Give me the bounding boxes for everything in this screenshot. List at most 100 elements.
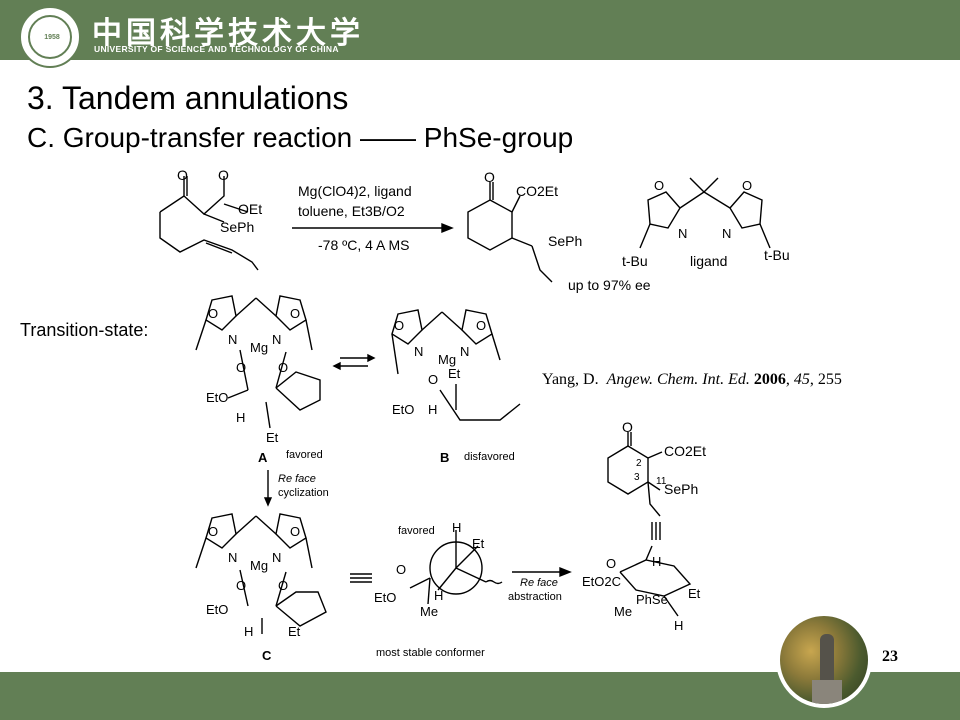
ts-c-atom: Et: [288, 624, 301, 639]
ts-c-atom: H: [244, 624, 253, 639]
seal-year: 1958: [44, 34, 60, 41]
ts-b-atom: H: [428, 402, 437, 417]
ts-b-label: B: [440, 450, 449, 465]
ligand-label: N: [722, 226, 731, 241]
statue-base: [812, 680, 842, 704]
equilibrium-arrows: [332, 353, 376, 371]
campus-statue-photo: [776, 612, 872, 708]
ts-c-atom: Mg: [250, 558, 268, 573]
ts-b-atom: O: [428, 372, 438, 387]
product-structure: O CO2Et SePh: [467, 169, 582, 283]
transition-state-c: O O N Mg N O O EtO H Et C: [195, 513, 327, 663]
newman-favored: favored: [398, 525, 435, 537]
reactant-label: SePh: [220, 219, 254, 235]
final-product-label: 11: [656, 476, 667, 487]
citation: Yang, D. Angew. Chem. Int. Ed. 2006, 45,…: [542, 371, 842, 388]
newman-atom: H: [434, 588, 443, 603]
citation-year: 2006: [753, 371, 786, 388]
final-conformer-label: PhSe: [636, 592, 668, 607]
ligand-structure: O O N N t-Bu t-Bu ligand: [622, 177, 790, 269]
statue-figure: [820, 634, 834, 682]
citation-authors: Yang, D.: [542, 371, 599, 388]
abstraction-arrow: [512, 566, 572, 578]
ts-c-atom: N: [228, 550, 237, 565]
reactant-label: OEt: [238, 201, 262, 217]
ts-a-atom: H: [236, 410, 245, 425]
newman-caption: most stable conformer: [376, 647, 485, 659]
reactant-structure: O O OEt SePh: [159, 167, 262, 271]
final-equivalence: [651, 522, 661, 540]
abstraction-note: abstraction: [508, 591, 562, 603]
reactant-label: O: [177, 167, 188, 183]
ts-a-atom: EtO: [206, 390, 228, 405]
ts-b-atom: N: [460, 344, 469, 359]
citation-pages: 255: [817, 371, 842, 388]
ts-a-atom: N: [272, 332, 281, 347]
ts-a-atom: Mg: [250, 340, 268, 355]
product-label: SePh: [548, 233, 582, 249]
final-conformer-label: H: [652, 554, 661, 569]
transition-state-a: O O N Mg N O O EtO H Et A favored: [195, 295, 323, 465]
ligand-label: O: [742, 178, 752, 193]
citation-volume: 45: [793, 371, 810, 388]
final-product-label: 2: [636, 458, 642, 469]
final-product-label: 3: [634, 472, 640, 483]
newman-atom: Et: [472, 536, 485, 551]
reaction-conditions: -78 ºC, 4 A MS: [318, 237, 410, 253]
ts-a-atom: N: [228, 332, 237, 347]
slide-title: 3. Tandem annulations: [27, 80, 349, 116]
university-name-en: UNIVERSITY OF SCIENCE AND TECHNOLOGY OF …: [94, 44, 339, 54]
ligand-label: N: [678, 226, 687, 241]
ligand-label: O: [654, 178, 664, 193]
ts-a-atom: Et: [266, 430, 279, 445]
final-conformer: O H EtO2C Me PhSe Et H: [582, 545, 701, 633]
transition-state-b: O O N Mg N O Et EtO H B disfavored: [391, 309, 521, 465]
cyclization-note: cyclization: [278, 487, 329, 499]
cyclization-arrow: [263, 470, 273, 507]
final-product-label: CO2Et: [664, 443, 706, 459]
reaction-conditions: Mg(ClO4)2, ligand: [298, 183, 412, 199]
ligand-label: t-Bu: [622, 253, 648, 269]
ts-c-atom: O: [208, 524, 218, 539]
ts-c-atom: O: [236, 578, 246, 593]
ts-a-atom: O: [208, 306, 218, 321]
final-conformer-label: O: [606, 556, 616, 571]
newman-atom: Me: [420, 604, 438, 619]
reaction-conditions: toluene, Et3B/O2: [298, 203, 405, 219]
newman-atom: EtO: [374, 590, 396, 605]
ts-a-label: A: [258, 450, 268, 465]
cyclization-note: Re face: [278, 473, 316, 485]
ts-b-atom: Et: [448, 366, 461, 381]
final-conformer-label: Et: [688, 586, 701, 601]
ligand-label: t-Bu: [764, 247, 790, 263]
page-number: 23: [882, 648, 898, 665]
final-conformer-label: H: [674, 618, 683, 633]
newman-projection: favored H Et O EtO Me H most stable conf…: [374, 520, 503, 659]
ts-b-note: disfavored: [464, 451, 515, 463]
transition-state-label: Transition-state:: [20, 320, 149, 340]
reaction-arrow: [292, 222, 454, 234]
final-product-label: SePh: [664, 481, 698, 497]
ts-b-atom: Mg: [438, 352, 456, 367]
ts-c-atom: O: [290, 524, 300, 539]
ts-a-note: favored: [286, 449, 323, 461]
ligand-caption: ligand: [690, 253, 727, 269]
newman-atom: O: [396, 562, 406, 577]
ts-a-atom: O: [290, 306, 300, 321]
ts-b-atom: N: [414, 344, 423, 359]
university-name-cn: 中国科学技术大学: [92, 16, 364, 51]
ts-b-atom: O: [476, 318, 486, 333]
seal-inner-ring: 1958: [28, 15, 72, 59]
ts-b-atom: EtO: [392, 402, 414, 417]
reactant-label: O: [218, 167, 229, 183]
university-seal-logo: 1958: [19, 6, 81, 68]
citation-journal: Angew. Chem. Int. Ed.: [606, 371, 750, 388]
ts-c-label: C: [262, 648, 272, 663]
equivalence-sign: [350, 573, 372, 583]
product-label: CO2Et: [516, 183, 558, 199]
enantioselectivity-note: up to 97% ee: [568, 277, 651, 293]
final-conformer-label: Me: [614, 604, 632, 619]
abstraction-note: Re face: [520, 577, 558, 589]
ts-a-atom: O: [278, 360, 288, 375]
